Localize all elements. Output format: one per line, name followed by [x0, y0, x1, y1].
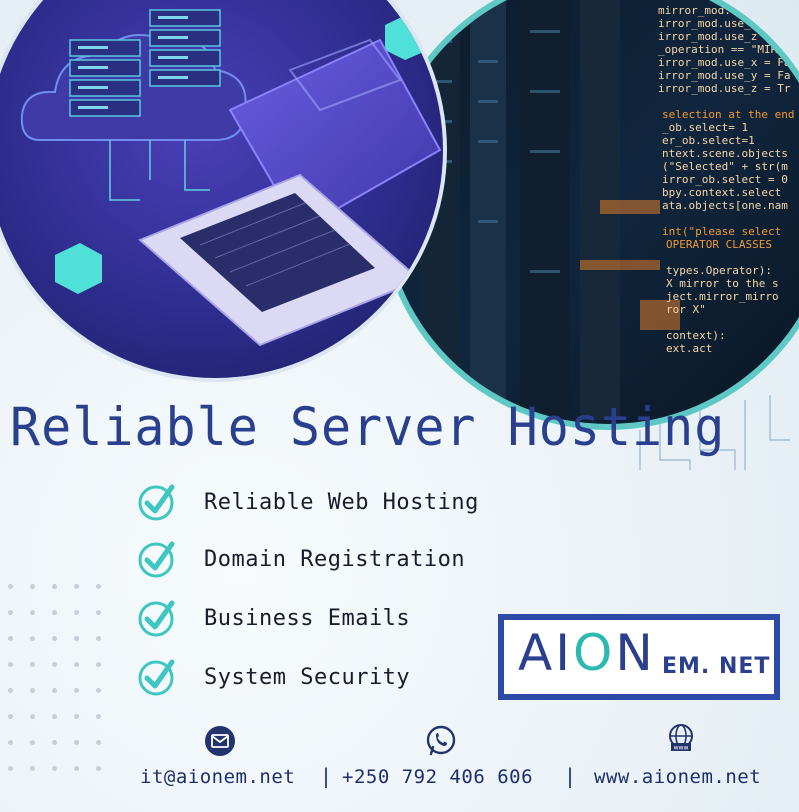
code-line: er_ob.select=1 [662, 134, 755, 147]
check-circle-icon [138, 600, 175, 637]
check-circle-icon [138, 541, 175, 578]
feature-label: Business Emails [204, 605, 411, 631]
code-line: types.Operator): [666, 264, 772, 277]
code-line: _operation == "MIRRO [658, 43, 790, 56]
code-line: ror X" [666, 303, 706, 316]
logo-inner: AION EM. NET [504, 620, 774, 694]
code-line: irror_mod.use_y = Tr [658, 17, 791, 30]
logo-suffix: EM. NET [662, 654, 771, 679]
feature-label: Reliable Web Hosting [204, 489, 479, 515]
separator: | [564, 764, 577, 788]
feature-item-domain-registration: Domain Registration [136, 539, 465, 579]
code-line: irror_mod.use_y = Fa [658, 69, 790, 82]
code-line: irror_mod.use_z = Fa [658, 30, 790, 43]
svg-text:www: www [674, 745, 689, 752]
feature-item-business-emails: Business Emails [136, 598, 410, 638]
code-line: irror_mod.use_z = Tr [658, 82, 791, 95]
feature-label: Domain Registration [204, 546, 466, 572]
globe-icon: www [669, 724, 693, 752]
check-circle-icon [138, 484, 175, 521]
website-link[interactable]: www.aionem.net [594, 766, 762, 788]
email-link[interactable]: it@aionem.net [140, 766, 296, 788]
cloud-laptop-illustration [0, 0, 443, 378]
feature-item-web-hosting: Reliable Web Hosting [136, 482, 479, 522]
feature-label: System Security [204, 664, 411, 690]
phone-link[interactable]: +250 792 406 606 [342, 766, 534, 788]
feature-item-system-security: System Security [136, 657, 410, 697]
separator: | [320, 764, 333, 788]
code-line: X mirror to the s [666, 277, 779, 290]
code-line: selection at the end [662, 108, 794, 121]
code-line: irror_ob.select = 0 [662, 173, 788, 186]
whatsapp-icon [426, 725, 456, 756]
check-circle-icon [138, 659, 175, 696]
code-line: OPERATOR CLASSES [666, 238, 772, 251]
headline: Reliable Server Hosting [10, 396, 726, 458]
circuit-lines [639, 395, 790, 470]
server-stack [69, 9, 221, 117]
code-line: bpy.context.select [662, 186, 781, 199]
code-line: ext.act [666, 342, 712, 355]
code-line: int("please select [662, 225, 781, 238]
code-line: irror_mod.use_x = Fa [658, 56, 790, 69]
code-line: ject.mirror_mirro [666, 290, 779, 303]
logo-wordmark: AION [518, 624, 656, 682]
code-line: ("Selected" + str(m [662, 160, 788, 173]
code-line: ata.objects[one.nam [662, 199, 788, 212]
brand-logo: AION EM. NET [498, 614, 780, 700]
code-line: _ob.select= 1 [662, 121, 748, 134]
code-line: context): [666, 329, 726, 342]
code-line: ntext.scene.objects [662, 147, 788, 160]
email-icon [205, 726, 235, 756]
